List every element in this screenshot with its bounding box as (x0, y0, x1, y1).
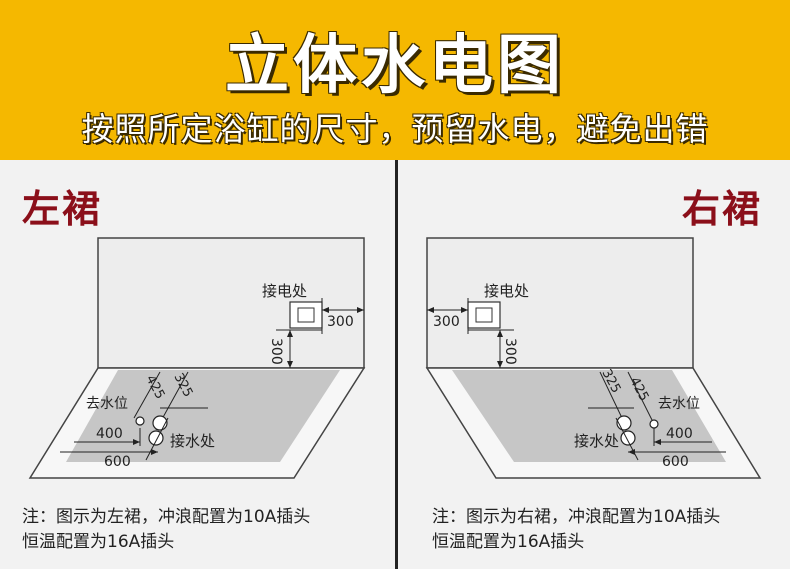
right-note-line2: 恒温配置为16A插头 (432, 532, 585, 552)
right-dim-power-h: 300 (433, 314, 460, 330)
right-floor-area (452, 370, 726, 462)
right-dim-600: 600 (662, 454, 689, 470)
left-dim-power-h: 300 (327, 314, 354, 330)
left-diagram: 接电处 300 300 425 325 去水位 接水处 400 600 (28, 237, 366, 479)
right-inlet-label: 接水处 (574, 432, 619, 450)
right-note: 注：图示为右裙，冲浪配置为10A插头 恒温配置为16A插头 (432, 505, 720, 555)
left-note-line1: 注：图示为左裙，冲浪配置为10A插头 (22, 507, 311, 527)
left-power-label: 接电处 (262, 282, 307, 300)
page-title: 立体水电图 (225, 29, 565, 103)
header-banner: 立体水电图 按照所定浴缸的尺寸，预留水电，避免出错 (0, 0, 790, 160)
right-inlet-cold-icon (620, 430, 636, 446)
right-dim-power-v: 300 (502, 338, 518, 365)
right-note-line1: 注：图示为右裙，冲浪配置为10A插头 (432, 507, 721, 527)
left-dim-power-v: 300 (268, 338, 284, 365)
left-note: 注：图示为左裙，冲浪配置为10A插头 恒温配置为16A插头 (22, 505, 310, 555)
right-dim-400: 400 (666, 426, 693, 442)
left-dim-400: 400 (96, 426, 123, 442)
right-socket-icon (467, 301, 501, 329)
left-dim-600: 600 (104, 454, 131, 470)
right-power-label: 接电处 (484, 282, 529, 300)
left-wall (97, 237, 365, 369)
center-divider (395, 160, 398, 569)
page-subtitle: 按照所定浴缸的尺寸，预留水电，避免出错 (81, 110, 709, 148)
right-diagram: 接电处 300 300 325 425 去水位 接水处 400 600 (425, 237, 762, 479)
right-drain-label: 去水位 (658, 396, 700, 412)
right-drain-icon (649, 419, 659, 429)
left-floor-area (66, 370, 340, 462)
right-wall (426, 237, 694, 369)
left-skirt-title: 左裙 (22, 187, 103, 231)
left-inlet-label: 接水处 (170, 432, 215, 450)
left-drain-icon (135, 416, 145, 426)
left-note-line2: 恒温配置为16A插头 (22, 532, 175, 552)
left-socket-icon (289, 301, 323, 329)
left-inlet-cold-icon (148, 430, 164, 446)
left-drain-label: 去水位 (86, 396, 128, 412)
right-skirt-title: 右裙 (682, 187, 763, 231)
